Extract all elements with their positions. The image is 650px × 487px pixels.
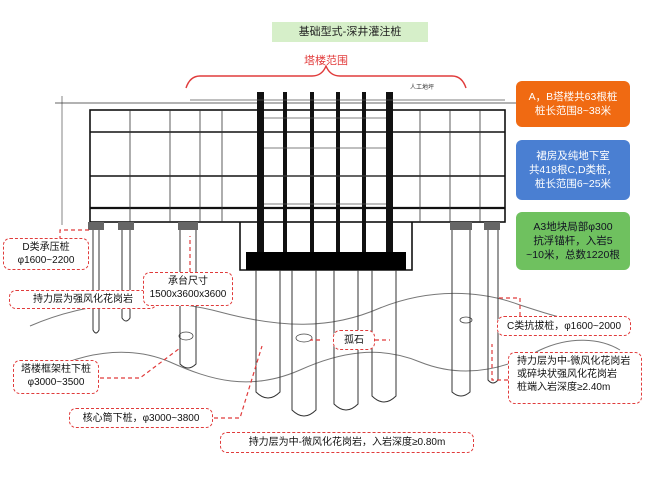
pile <box>371 270 397 403</box>
info-box-anchors: A3地块局部φ300 抗浮锚杆，入岩5 ~10米，总数1220根 <box>516 212 630 270</box>
callout-bearing-strong: 持力层为强风化花岗岩 <box>9 290 157 309</box>
pile <box>121 230 131 322</box>
callout-line: 或碎块状强风化花岗岩 <box>517 369 617 380</box>
pile <box>451 230 471 397</box>
boulders <box>178 316 473 343</box>
callout-line: D类承压桩 <box>22 242 70 253</box>
info-box-tower-piles: A，B塔楼共63根桩桩长范围8~38米 <box>516 81 630 127</box>
callout-bearing-bottom: 持力层为中-微风化花岗岩，入岩深度≥0.80m <box>220 432 474 453</box>
pile-caps <box>88 222 500 230</box>
pile <box>179 230 197 369</box>
elevation-mark: 人工地坪 <box>410 85 435 91</box>
callout-line: φ3000~3500 <box>27 377 85 388</box>
callout-cap-size: 承台尺寸 1500x3600x3600 <box>143 272 233 306</box>
callout-line: 孤石 <box>344 335 364 346</box>
callout-line: 持力层为强风化花岗岩 <box>33 294 133 305</box>
info-line: 裙房及纯地下室 <box>536 150 610 162</box>
callout-line: 1500x3600x3600 <box>149 289 227 300</box>
callout-line: 塔楼框架柱下桩 <box>21 364 91 375</box>
info-line: 抗浮锚杆，入岩5 <box>533 235 613 247</box>
info-line: ~10米，总数1220根 <box>526 249 620 261</box>
piles <box>92 230 499 417</box>
callout-line: φ1600~2200 <box>17 255 75 266</box>
callout-d-class-pile: D类承压桩 φ1600~2200 <box>3 238 89 270</box>
callout-line: 持力层为中-微风化花岗岩，入岩深度≥0.80m <box>248 437 446 448</box>
pile <box>255 270 281 399</box>
pile <box>92 230 100 334</box>
pile <box>487 230 499 384</box>
callout-line: C类抗拔桩，φ1600~2000 <box>506 321 622 332</box>
callout-line: 桩端入岩深度≥2.40m <box>517 382 611 393</box>
info-line: 桩长范围6~25米 <box>534 178 612 190</box>
callout-bearing-right: 持力层为中-微风化花岗岩或碎块状强风化花岗岩桩端入岩深度≥2.40m <box>508 352 642 404</box>
pile <box>291 270 317 417</box>
moderate-weathered-boundary <box>29 339 621 383</box>
callout-c-class-pile: C类抗拔桩，φ1600~2000 <box>497 316 631 336</box>
info-line: A，B塔楼共63根桩 <box>528 91 618 103</box>
diagram-title: 基础型式-深井灌注桩 <box>272 22 428 42</box>
info-box-podium-piles: 裙房及纯地下室共418根C,D类桩， 桩长范围6~25米 <box>516 140 630 200</box>
callout-line: 承台尺寸 <box>168 276 208 287</box>
tower-floors <box>190 99 505 205</box>
callout-boulder: 孤石 <box>333 330 375 350</box>
info-line: A3地块局部φ300 <box>533 221 613 233</box>
tower-raft <box>246 252 406 270</box>
callout-frame-pile: 塔楼框架柱下桩 φ3000~3500 <box>13 360 99 394</box>
callout-core-pile: 核心筒下桩，φ3000~3800 <box>69 408 213 428</box>
tower-range-label: 塔楼范围 <box>304 55 348 67</box>
callout-line: 核心筒下桩，φ3000~3800 <box>82 413 200 424</box>
podium-structure <box>89 109 506 223</box>
info-line: 桩长范围8~38米 <box>534 105 612 117</box>
callout-line: 持力层为中-微风化花岗岩 <box>517 356 631 367</box>
info-line: 共418根C,D类桩， <box>528 164 618 176</box>
pile <box>333 270 359 411</box>
tower-core <box>257 92 393 252</box>
podium-columns <box>129 110 481 222</box>
tower-range-brace <box>185 64 467 89</box>
